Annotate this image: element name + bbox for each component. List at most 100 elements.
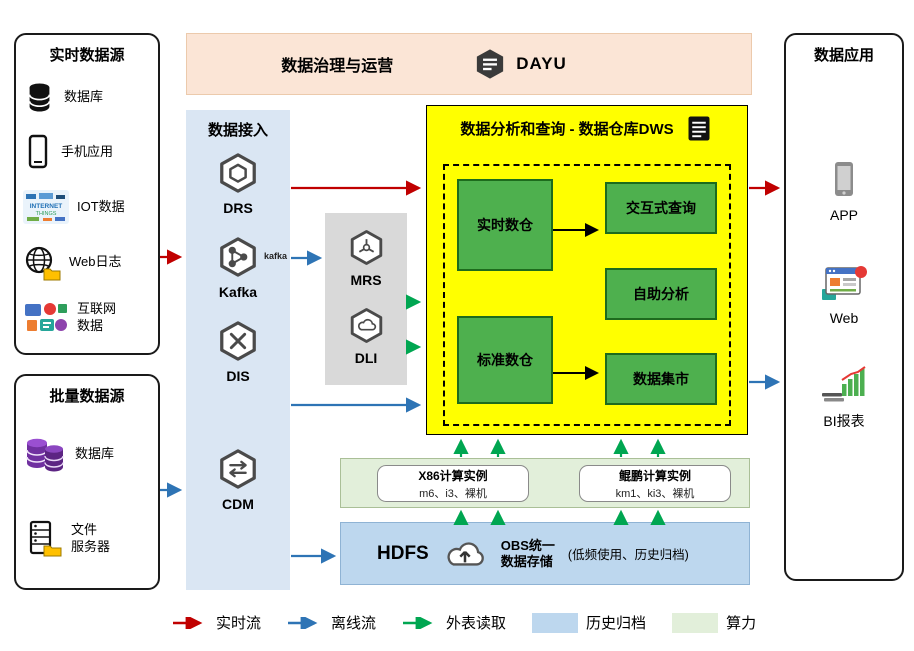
- bi-chart-icon: [820, 366, 868, 404]
- kunpeng-instance: 鲲鹏计算实例 km1、ki3、裸机: [579, 465, 731, 502]
- app-item-bi: BI报表: [820, 366, 868, 431]
- item-label: 互联网 数据: [77, 300, 117, 333]
- batch-sources-panel: 批量数据源 数据库 文件 服务器: [14, 374, 160, 590]
- app-label: Web: [829, 310, 859, 326]
- dis-icon: [217, 320, 259, 362]
- dayu-product: DAYU: [473, 47, 567, 81]
- dayu-label: DAYU: [516, 54, 567, 73]
- list-item-mobile: 手机应用: [23, 134, 151, 170]
- cdm-icon: [217, 448, 259, 490]
- dws-inner-frame: [443, 164, 731, 426]
- service-label: DRS: [223, 200, 253, 216]
- obs-cloud-upload-icon: [442, 536, 488, 572]
- mobile-phone-icon: [23, 134, 53, 170]
- service-label: CDM: [222, 496, 254, 512]
- service-drs: DRS: [186, 152, 290, 216]
- batch-sources-title: 批量数据源: [49, 388, 125, 405]
- legend-label: 离线流: [331, 615, 377, 632]
- service-data-mart: 数据集市: [605, 353, 717, 405]
- service-dis: DIS: [186, 320, 290, 384]
- realtime-sources-title: 实时数据源: [49, 47, 125, 64]
- obs-label-line2: 数据存储: [500, 553, 553, 569]
- service-dli: DLI: [325, 307, 407, 366]
- governance-banner: 数据治理与运营 DAYU: [186, 33, 752, 95]
- app-label: BI报表: [823, 413, 865, 429]
- service-label: Kafka: [218, 284, 258, 300]
- web-browser-icon: [820, 263, 868, 303]
- dws-panel: 数据分析和查询 - 数据仓库DWS 实时数仓 标准数仓 交互式查询 自助分析 数…: [426, 105, 748, 435]
- lightgreen-swatch: [672, 612, 719, 633]
- blue-arrow-icon: [288, 616, 318, 629]
- dws-title: 数据分析和查询 - 数据仓库DWS: [460, 121, 674, 138]
- database-icon: [23, 81, 56, 114]
- service-mrs: MRS: [325, 229, 407, 288]
- legend-external-read: 外表读取: [402, 612, 506, 633]
- legend-label: 外表读取: [446, 615, 507, 632]
- warehouse-standard: 标准数仓: [457, 316, 553, 404]
- legend-label: 算力: [726, 615, 757, 632]
- svg-text:INTERNET: INTERNET: [30, 203, 63, 210]
- service-interactive-query: 交互式查询: [605, 182, 717, 234]
- app-item-web: Web: [820, 263, 868, 326]
- hdfs-label: HDFS: [377, 542, 429, 564]
- warehouse-realtime: 实时数仓: [457, 179, 553, 271]
- file-server-icon: [23, 520, 63, 558]
- legend: 实时流 离线流 外表读取 历史归档 算力: [172, 612, 756, 633]
- item-label: 手机应用: [61, 143, 114, 159]
- applications-title: 数据应用: [813, 47, 874, 64]
- item-label: 数据库: [75, 446, 115, 462]
- batch-sources-list: 数据库 文件 服务器: [16, 412, 158, 580]
- storage-note: (低频使用、历史归档): [567, 548, 689, 562]
- applications-list: APP Web BI报表: [786, 160, 902, 431]
- dayu-icon: [473, 47, 507, 81]
- list-item-batch-database: 数据库: [23, 435, 151, 475]
- x86-instance: X86计算实例 m6、i3、裸机: [377, 465, 529, 502]
- service-cdm: CDM: [186, 448, 290, 512]
- list-item-database: 数据库: [23, 81, 151, 114]
- service-label: MRS: [350, 272, 382, 288]
- compute-instances-panel: X86计算实例 m6、i3、裸机 鲲鹏计算实例 km1、ki3、裸机: [340, 458, 750, 508]
- dli-icon: [348, 307, 385, 344]
- document-icon: [684, 115, 714, 142]
- service-label: DIS: [226, 368, 250, 384]
- instance-spec: km1、ki3、裸机: [615, 487, 695, 500]
- lightblue-swatch: [532, 612, 579, 633]
- item-label: Web日志: [69, 254, 122, 270]
- legend-offline-flow: 离线流: [287, 612, 376, 633]
- kafka-icon: [217, 236, 259, 278]
- list-item-weblog: Web日志: [23, 245, 151, 281]
- item-label: IOT数据: [77, 199, 125, 215]
- app-label: APP: [829, 207, 858, 223]
- instance-title: X86计算实例: [418, 468, 488, 483]
- service-label: DLI: [354, 350, 378, 366]
- red-arrow-icon: [173, 616, 203, 629]
- dws-header: 数据分析和查询 - 数据仓库DWS: [427, 115, 747, 142]
- item-label: 文件 服务器: [71, 521, 111, 554]
- instance-spec: m6、i3、裸机: [419, 487, 487, 500]
- app-item-app: APP: [830, 160, 858, 223]
- data-ingestion-panel: 数据接入 DRS kafka Kafka DIS CDM: [186, 110, 290, 590]
- external-engines-panel: MRS DLI: [325, 213, 407, 385]
- service-kafka: kafka Kafka: [186, 236, 290, 300]
- governance-title: 数据治理与运营: [281, 58, 394, 75]
- legend-history-archive: 历史归档: [532, 612, 646, 633]
- kafka-logo-text: kafka: [263, 251, 287, 261]
- mrs-icon: [348, 229, 385, 266]
- instance-title: 鲲鹏计算实例: [618, 468, 691, 483]
- list-item-internet: 互联网 数据: [23, 301, 151, 335]
- item-label: 数据库: [64, 89, 104, 105]
- internet-collage-icon: [23, 301, 69, 335]
- legend-label: 实时流: [216, 615, 262, 632]
- list-item-file-server: 文件 服务器: [23, 520, 151, 558]
- obs-label: OBS统一 数据存储: [501, 538, 555, 569]
- web-globe-folder-icon: [23, 245, 61, 281]
- applications-panel: 数据应用 APP Web BI报表: [784, 33, 904, 581]
- green-arrow-icon: [403, 616, 433, 629]
- legend-label: 历史归档: [586, 615, 647, 632]
- drs-icon: [217, 152, 259, 194]
- purple-database-cluster-icon: [23, 435, 67, 475]
